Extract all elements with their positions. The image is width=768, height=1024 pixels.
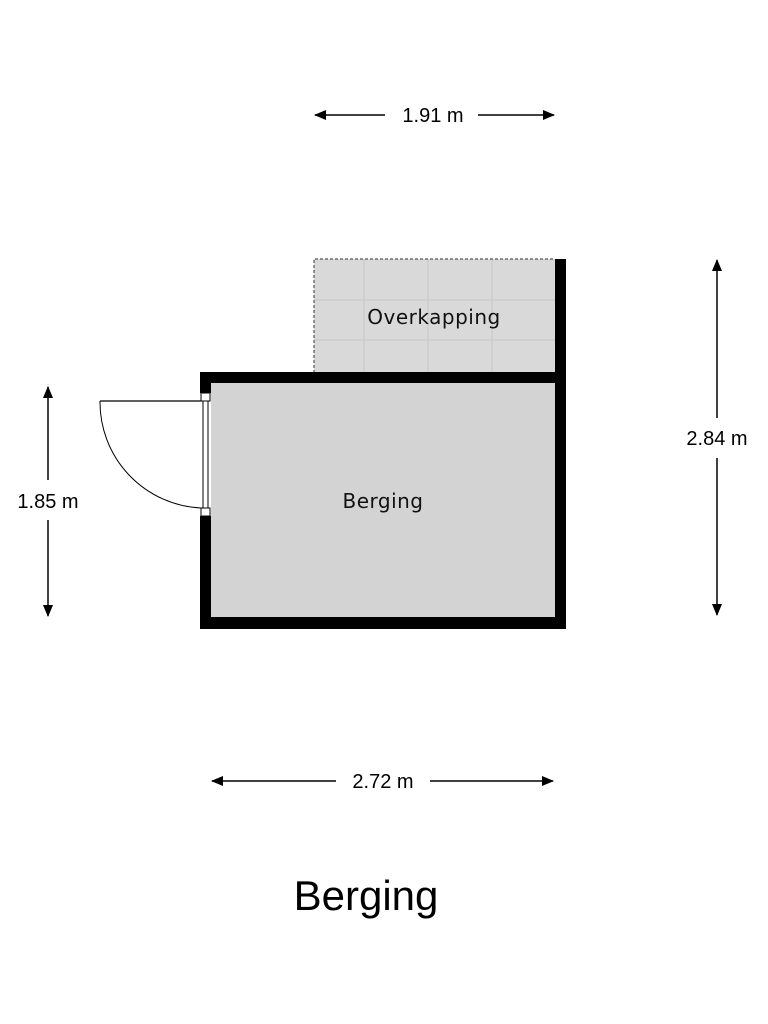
wall-right bbox=[555, 259, 566, 629]
overkapping-area bbox=[313, 258, 555, 373]
dimension-right: 2.84 m bbox=[686, 259, 748, 616]
door-frame-top bbox=[200, 392, 211, 402]
overkapping-tile-grid bbox=[314, 259, 555, 373]
wall-bottom bbox=[200, 617, 566, 629]
dimension-left: 1.85 m bbox=[17, 386, 79, 617]
berging-room-fill bbox=[211, 383, 555, 617]
wall-left-lower bbox=[200, 516, 211, 629]
dimension-bottom: 2.72 m bbox=[211, 771, 554, 793]
walls bbox=[200, 259, 566, 629]
dimension-left-label: 1.85 m bbox=[17, 491, 78, 513]
dimension-top-label: 1.91 m bbox=[402, 105, 463, 127]
door-frame-bottom bbox=[200, 507, 211, 517]
dimension-right-label: 2.84 m bbox=[686, 428, 747, 450]
room-label-overkapping: Overkapping bbox=[367, 305, 500, 329]
wall-top bbox=[200, 372, 566, 383]
overkapping-dashed-outline bbox=[313, 258, 555, 373]
door-swing-arc bbox=[99, 400, 202, 509]
dimension-top: 1.91 m bbox=[314, 105, 555, 127]
room-label-berging: Berging bbox=[342, 489, 423, 513]
wall-left-upper bbox=[200, 372, 211, 393]
dimension-bottom-label: 2.72 m bbox=[352, 771, 413, 793]
overkapping-fill bbox=[314, 259, 555, 373]
door bbox=[99, 392, 211, 517]
plan-title: Berging bbox=[294, 872, 439, 919]
